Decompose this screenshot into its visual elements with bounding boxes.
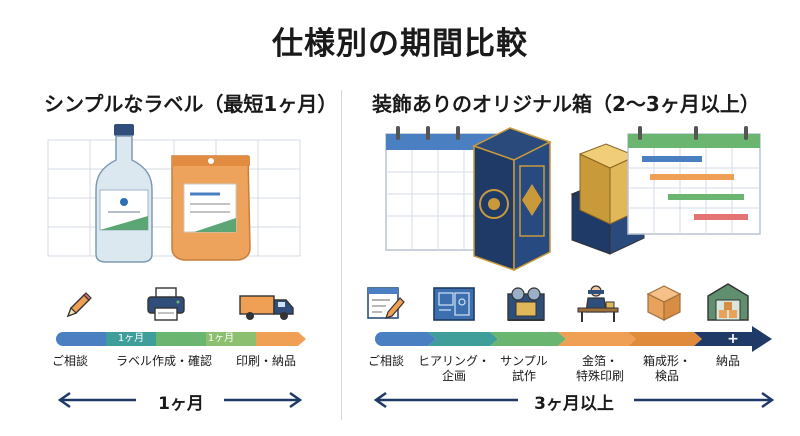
duration-tag: 1ヶ月 [117,333,145,344]
section-divider [341,90,342,420]
right-total-arrow [373,391,775,409]
craftsman-icon [577,285,619,322]
ornate-box-icon [472,127,552,272]
right-total-label: 3ヶ月以上 [534,394,614,414]
step-label: ラベル作成・確認 [115,354,212,368]
printing-press-icon [507,287,545,321]
pouch-icon [171,155,251,261]
warehouse-icon [707,283,749,321]
left-timeline-bar [56,332,306,346]
gantt-calendar-icon [627,126,761,235]
step-label: ご相談 [51,354,88,368]
right-timeline-bar [375,326,772,352]
delivery-truck-icon [239,295,294,320]
plus-mark: + [727,331,739,347]
step-label: ヒアリング・企画 [417,354,490,383]
document-edit-icon [367,287,405,319]
step-label: 箱成形・検品 [642,354,691,383]
left-section-heading: シンプルなラベル（最短1ヶ月） [44,92,338,116]
pencil-icon [66,292,92,318]
bottle-icon [95,124,153,263]
right-section-heading: 装飾ありのオリジナル箱（2〜3ヶ月以上） [372,92,760,116]
left-total-label: 1ヶ月 [158,394,204,414]
step-label: ご相談 [367,354,404,368]
duration-tag: 1ヶ月 [207,333,235,344]
left-total-arrow [57,391,303,409]
step-label: 納品 [715,354,740,368]
blueprint-icon [433,287,475,321]
step-label: サンプル試作 [500,354,548,383]
step-label: 金箔・特殊印刷 [575,354,624,383]
cardboard-box-icon [646,285,682,321]
printer-icon [147,287,185,321]
right-illustration [385,126,761,272]
step-label: 印刷・納品 [235,354,296,368]
page-title: 仕様別の期間比較 [272,26,528,62]
left-illustration [47,124,301,263]
